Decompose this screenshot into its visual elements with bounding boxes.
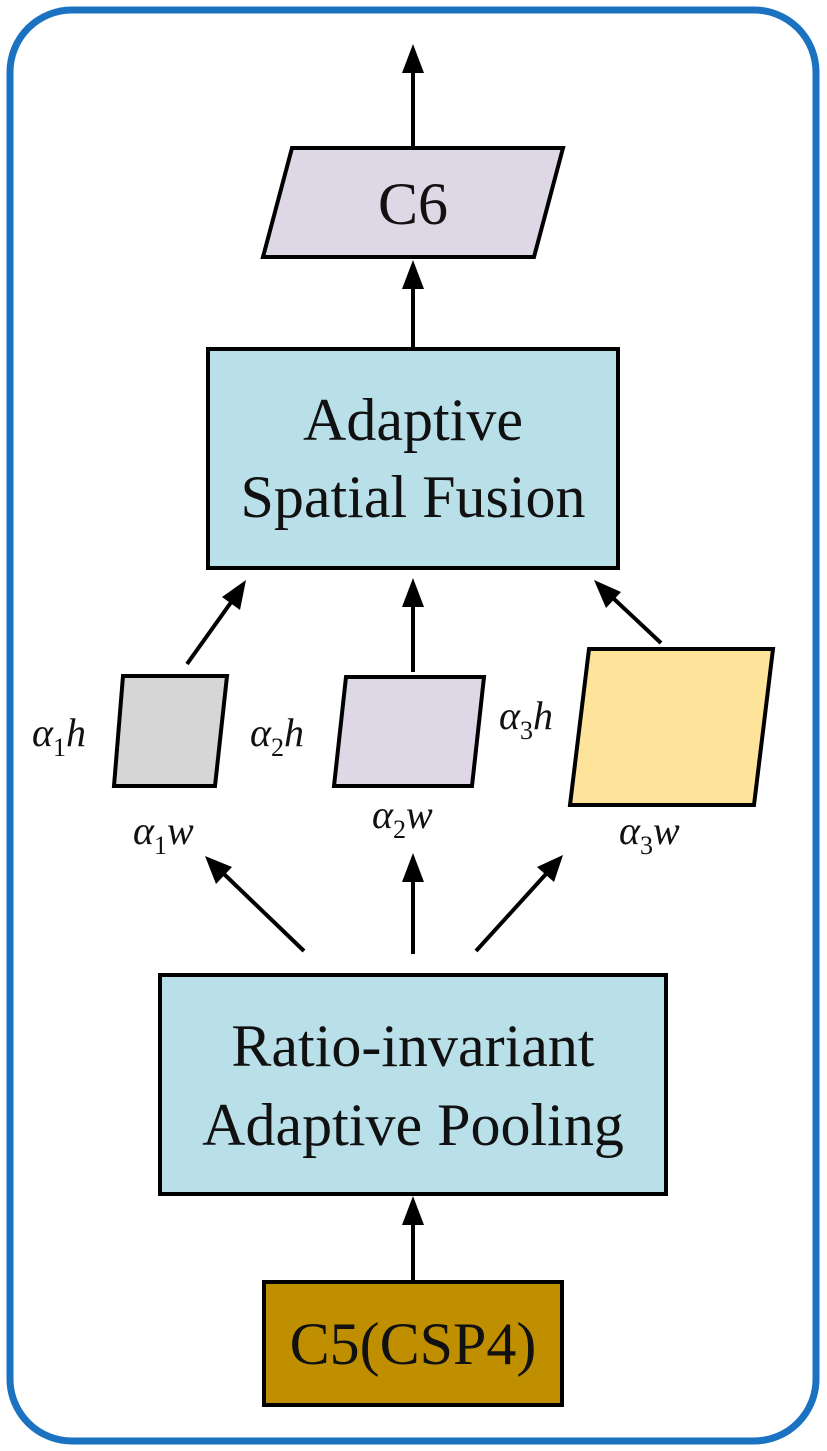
edge-rap-p2 [402, 853, 424, 954]
edge-rap-p1 [205, 856, 306, 953]
edge-p2-asf [402, 578, 424, 672]
node-adaptive-spatial-fusion: Adaptive Spatial Fusion [206, 347, 620, 570]
asf-label-line1: Adaptive [303, 387, 523, 453]
node-pooled-map-3: α3h α3w [499, 647, 776, 860]
edge-p3-asf [594, 580, 663, 645]
p3-width-label: α3w [619, 808, 680, 860]
p1-width-label: α1w [133, 808, 194, 860]
p2-height-label: α2h [250, 710, 304, 762]
rap-label-line2: Adaptive Pooling [202, 1092, 624, 1158]
p3-height-label: α3h [499, 693, 553, 745]
edges [185, 44, 663, 1280]
node-ratio-invariant-adaptive-pooling: Ratio-invariant Adaptive Pooling [158, 973, 668, 1196]
asf-label-line2: Spatial Fusion [240, 464, 585, 530]
edge-asf-c6 [402, 260, 424, 348]
edge-p1-asf [185, 580, 246, 666]
c5-label: C5(CSP4) [290, 1311, 537, 1377]
c6-label: C6 [378, 171, 448, 237]
p2-width-label: α2w [372, 792, 433, 844]
node-pooled-map-1: α1h α1w [32, 674, 230, 860]
edge-c6-output [402, 44, 424, 146]
node-c6: C6 [260, 146, 566, 259]
node-c5-csp4: C5(CSP4) [262, 1280, 564, 1407]
rap-label-line1: Ratio-invariant [231, 1013, 595, 1079]
node-pooled-map-2: α2h α2w [250, 675, 487, 844]
edge-rap-p3 [474, 855, 563, 953]
p1-height-label: α1h [32, 710, 86, 762]
edge-c5-rap [402, 1196, 424, 1280]
